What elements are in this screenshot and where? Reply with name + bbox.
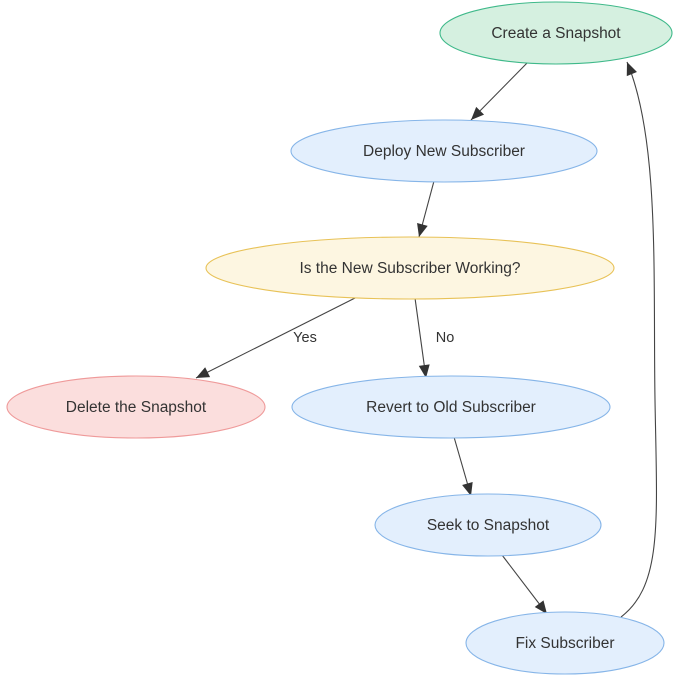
edge-label: No [436, 330, 455, 346]
arrow-head-icon [471, 106, 485, 120]
node-shape-is-new-subscriber-working [205, 236, 615, 300]
edge-seek-to-snapshot-to-fix-subscriber [501, 554, 548, 615]
node-create-snapshot[interactable]: Create a Snapshot [439, 1, 673, 65]
node-label-fix-subscriber: Fix Subscriber [515, 635, 614, 652]
arrow-head-icon [417, 223, 428, 237]
node-shape-revert-to-old-subscriber [291, 375, 611, 439]
node-shape-deploy-new-subscriber [290, 119, 598, 183]
node-label-revert-to-old-subscriber: Revert to Old Subscriber [366, 399, 536, 416]
node-label-is-new-subscriber-working: Is the New Subscriber Working? [299, 260, 520, 277]
node-shape-seek-to-snapshot [374, 493, 602, 557]
node-seek-to-snapshot[interactable]: Seek to Snapshot [374, 493, 602, 557]
edge-line [620, 61, 658, 618]
edge-create-snapshot-to-deploy-new-subscriber [470, 58, 532, 121]
edge-is-new-subscriber-working-to-revert-to-old-subscriber [414, 297, 430, 379]
node-label-deploy-new-subscriber: Deploy New Subscriber [363, 143, 525, 160]
node-shape-delete-the-snapshot [6, 375, 266, 439]
arrow-head-icon [626, 62, 637, 77]
node-is-new-subscriber-working[interactable]: Is the New Subscriber Working? [205, 236, 615, 300]
edge-fix-subscriber-to-create-snapshot [620, 61, 658, 618]
node-label-create-snapshot: Create a Snapshot [491, 25, 621, 42]
edge-line [470, 58, 532, 121]
node-shape-fix-subscriber [465, 611, 665, 675]
node-label-seek-to-snapshot: Seek to Snapshot [427, 517, 550, 534]
edge-labels-layer: Yes No [293, 330, 454, 346]
edge-line [414, 297, 427, 379]
node-shape-create-snapshot [439, 1, 673, 65]
edge-line [195, 294, 362, 379]
arrow-head-icon [196, 367, 211, 378]
edge-label: Yes [293, 330, 317, 346]
arrow-head-icon [462, 481, 473, 496]
node-deploy-new-subscriber[interactable]: Deploy New Subscriber [290, 119, 598, 183]
node-label-delete-the-snapshot: Delete the Snapshot [66, 399, 207, 416]
edge-is-new-subscriber-working-to-delete-the-snapshot [195, 294, 362, 379]
arrow-head-icon [534, 600, 547, 614]
edges-layer [195, 58, 658, 618]
edge-deploy-new-subscriber-to-is-new-subscriber-working [417, 180, 435, 238]
node-revert-to-old-subscriber[interactable]: Revert to Old Subscriber [291, 375, 611, 439]
arrow-head-icon [418, 364, 430, 378]
node-delete-the-snapshot[interactable]: Delete the Snapshot [6, 375, 266, 439]
node-fix-subscriber[interactable]: Fix Subscriber [465, 611, 665, 675]
edge-revert-to-old-subscriber-to-seek-to-snapshot [453, 436, 473, 497]
